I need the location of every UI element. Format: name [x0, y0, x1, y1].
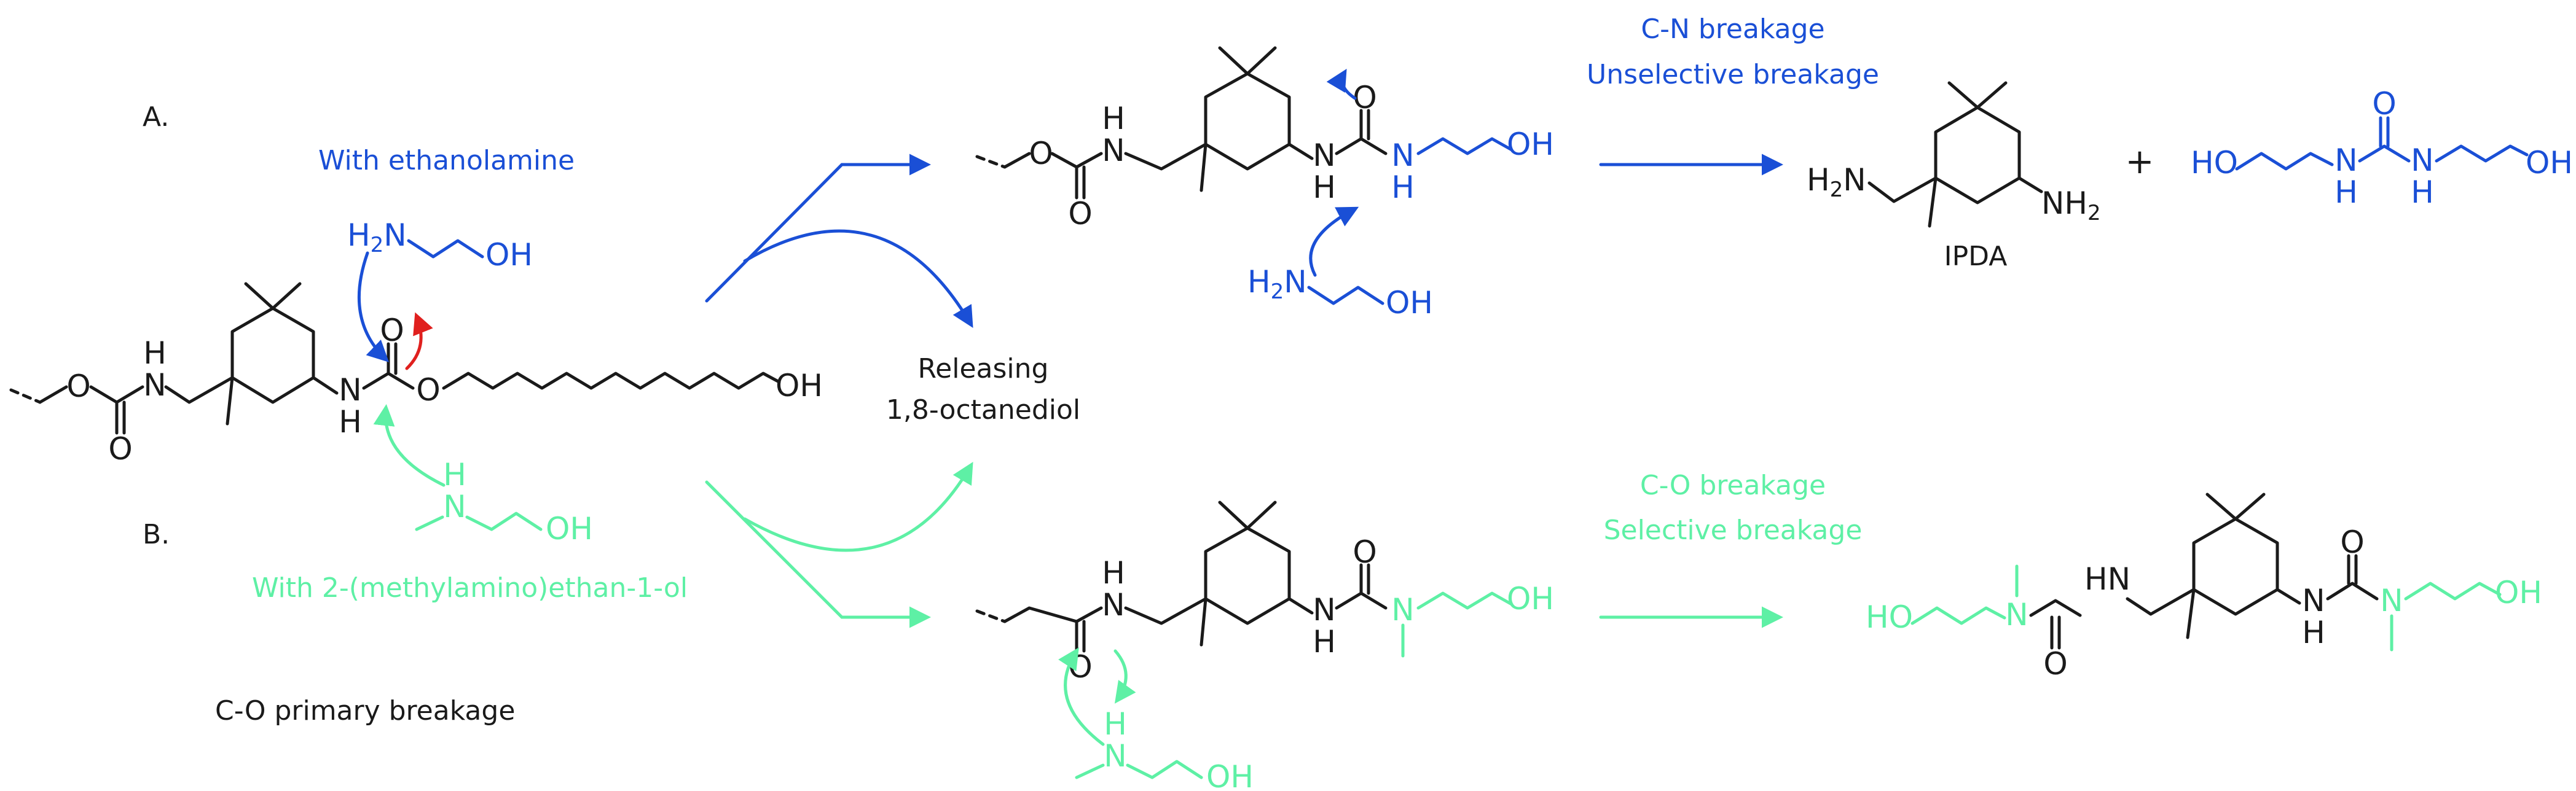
atom-o-bisurea-right: O: [2340, 524, 2364, 560]
atom-h-urea-left: H: [2334, 174, 2358, 210]
oh-bisurea-right: OH: [2495, 575, 2542, 610]
atom-hn-bisurea: HN: [2084, 561, 2130, 597]
bis-urea-product: HO N O HN N H O N OH: [1866, 493, 2542, 682]
atom-o-ester-left: O: [66, 368, 90, 404]
h-methylamino-b: H: [1104, 706, 1127, 742]
co-breakage-label: C-O breakage: [1640, 470, 1826, 501]
attack-arrow-methylamino: [373, 404, 446, 487]
carbonyl-push-arrow: [405, 312, 433, 370]
atom-n-a1: N: [1102, 133, 1125, 168]
atom-n-bisurea-left: N: [2005, 597, 2028, 633]
atom-n-b2: N: [1313, 592, 1335, 628]
product-a-intermediate: O O H N N H O N H OH: [975, 46, 1554, 232]
atom-h-urea-right: H: [2411, 174, 2434, 210]
arrow-to-product-b: [705, 480, 931, 628]
atom-n-bisurea-right: N: [2302, 583, 2325, 618]
selective-breakage-label: Selective breakage: [1604, 515, 1863, 546]
nh2-ipda: NH2: [2041, 185, 2101, 225]
releasing-label-line1: Releasing: [918, 353, 1049, 384]
n-methylamino: N: [443, 489, 466, 524]
push-arrow-product-b: [1113, 649, 1136, 704]
atom-n-bisurea-methyl: N: [2380, 583, 2403, 618]
atom-o-urea-center: O: [2372, 86, 2396, 122]
atom-n-urea-b: N: [1391, 592, 1414, 628]
ho-urea-left: HO: [2191, 145, 2238, 181]
atom-o-carbonyl-left: O: [108, 431, 132, 467]
atom-n-urea-right: N: [2411, 142, 2433, 178]
oh-methylamino-b: OH: [1206, 759, 1254, 791]
starting-material: O O H N N H O O OH: [9, 282, 823, 467]
oh-ethanolamine-a: OH: [1386, 285, 1433, 321]
oh-urea-right: OH: [2526, 145, 2573, 181]
atom-o-carbonyl-b: O: [1068, 649, 1092, 685]
hydroxyethyl-urea: HO N H O N H OH: [2191, 86, 2573, 210]
atom-n-urea-left: N: [2334, 142, 2357, 178]
section-a-label: A.: [143, 101, 169, 133]
atom-h-a1: H: [1102, 101, 1125, 136]
with-methylamino-label: With 2-(methylamino)ethan-1-ol: [252, 572, 688, 604]
unselective-breakage-label: Unselective breakage: [1587, 59, 1879, 90]
atom-o-carbonyl-urethane: O: [380, 313, 404, 348]
atom-h-b1: H: [1102, 555, 1125, 591]
atom-oh-urea-b: OH: [1507, 581, 1554, 617]
oh-methylamino: OH: [546, 511, 593, 547]
atom-n-urea-a: N: [1391, 138, 1414, 173]
ethanolamine-reagent-a: H2N OH: [1247, 206, 1433, 321]
atom-oh-terminal: OH: [776, 368, 823, 403]
atom-n-urethane: N: [339, 372, 361, 408]
oh-ethanolamine: OH: [485, 237, 533, 273]
atom-n-b1: N: [1102, 587, 1125, 623]
h2n-ipda: H2N: [1807, 162, 1866, 202]
h2n-ethanolamine-a: H2N: [1247, 264, 1307, 304]
atom-h-urea-a: H: [1391, 170, 1415, 205]
attack-arrow-product-a: [1309, 206, 1359, 277]
cn-breakage-label: C-N breakage: [1641, 14, 1824, 45]
atom-n-a2: N: [1313, 138, 1335, 173]
releasing-label-line2: 1,8-octanediol: [886, 394, 1080, 426]
product-b-intermediate: O H N N H O N OH: [975, 501, 1554, 704]
h-methylamino: H: [443, 457, 466, 493]
atom-h-carbamate: H: [143, 335, 167, 371]
arrow-releasing-diol-a: [743, 229, 973, 329]
ipda-molecule: H2N NH2: [1807, 81, 2101, 228]
attack-arrow-product-b: [1058, 647, 1105, 746]
methylaminoethanol-reagent: H N OH: [373, 404, 593, 547]
ethanolamine-reagent: H2N OH: [347, 217, 533, 370]
primary-breakage-label: C-O primary breakage: [215, 695, 515, 727]
n-methylamino-b: N: [1104, 738, 1126, 774]
atom-n-carbamate: N: [143, 367, 166, 403]
atom-o-carbonyl-a: O: [1068, 196, 1092, 232]
atom-o-ester-urethane: O: [416, 372, 440, 408]
atom-o-urea-b: O: [1353, 534, 1376, 570]
atom-o-ester-a: O: [1029, 136, 1053, 171]
with-ethanolamine-label: With ethanolamine: [318, 145, 575, 176]
arrow-releasing-diol-b: [743, 461, 973, 552]
atom-h-urethane: H: [339, 404, 362, 440]
section-b-label: B.: [143, 519, 170, 550]
atom-h-b2: H: [1313, 624, 1336, 660]
push-arrow-product-a: [1326, 68, 1357, 100]
atom-h-bisurea-right: H: [2302, 615, 2325, 650]
plus-sign: +: [2126, 142, 2154, 182]
atom-h-a2: H: [1313, 170, 1336, 205]
ho-bisurea-left: HO: [1866, 599, 1913, 635]
ipda-label: IPDA: [1944, 241, 2008, 272]
atom-oh-urea-a: OH: [1507, 127, 1554, 162]
h2n-ethanolamine: H2N: [347, 217, 407, 257]
atom-o-urea-a: O: [1353, 80, 1376, 115]
atom-o-bisurea-left: O: [2043, 646, 2067, 682]
methylaminoethanol-reagent-b: H N OH: [1058, 647, 1254, 791]
attack-arrow-ethanolamine: [357, 251, 390, 362]
